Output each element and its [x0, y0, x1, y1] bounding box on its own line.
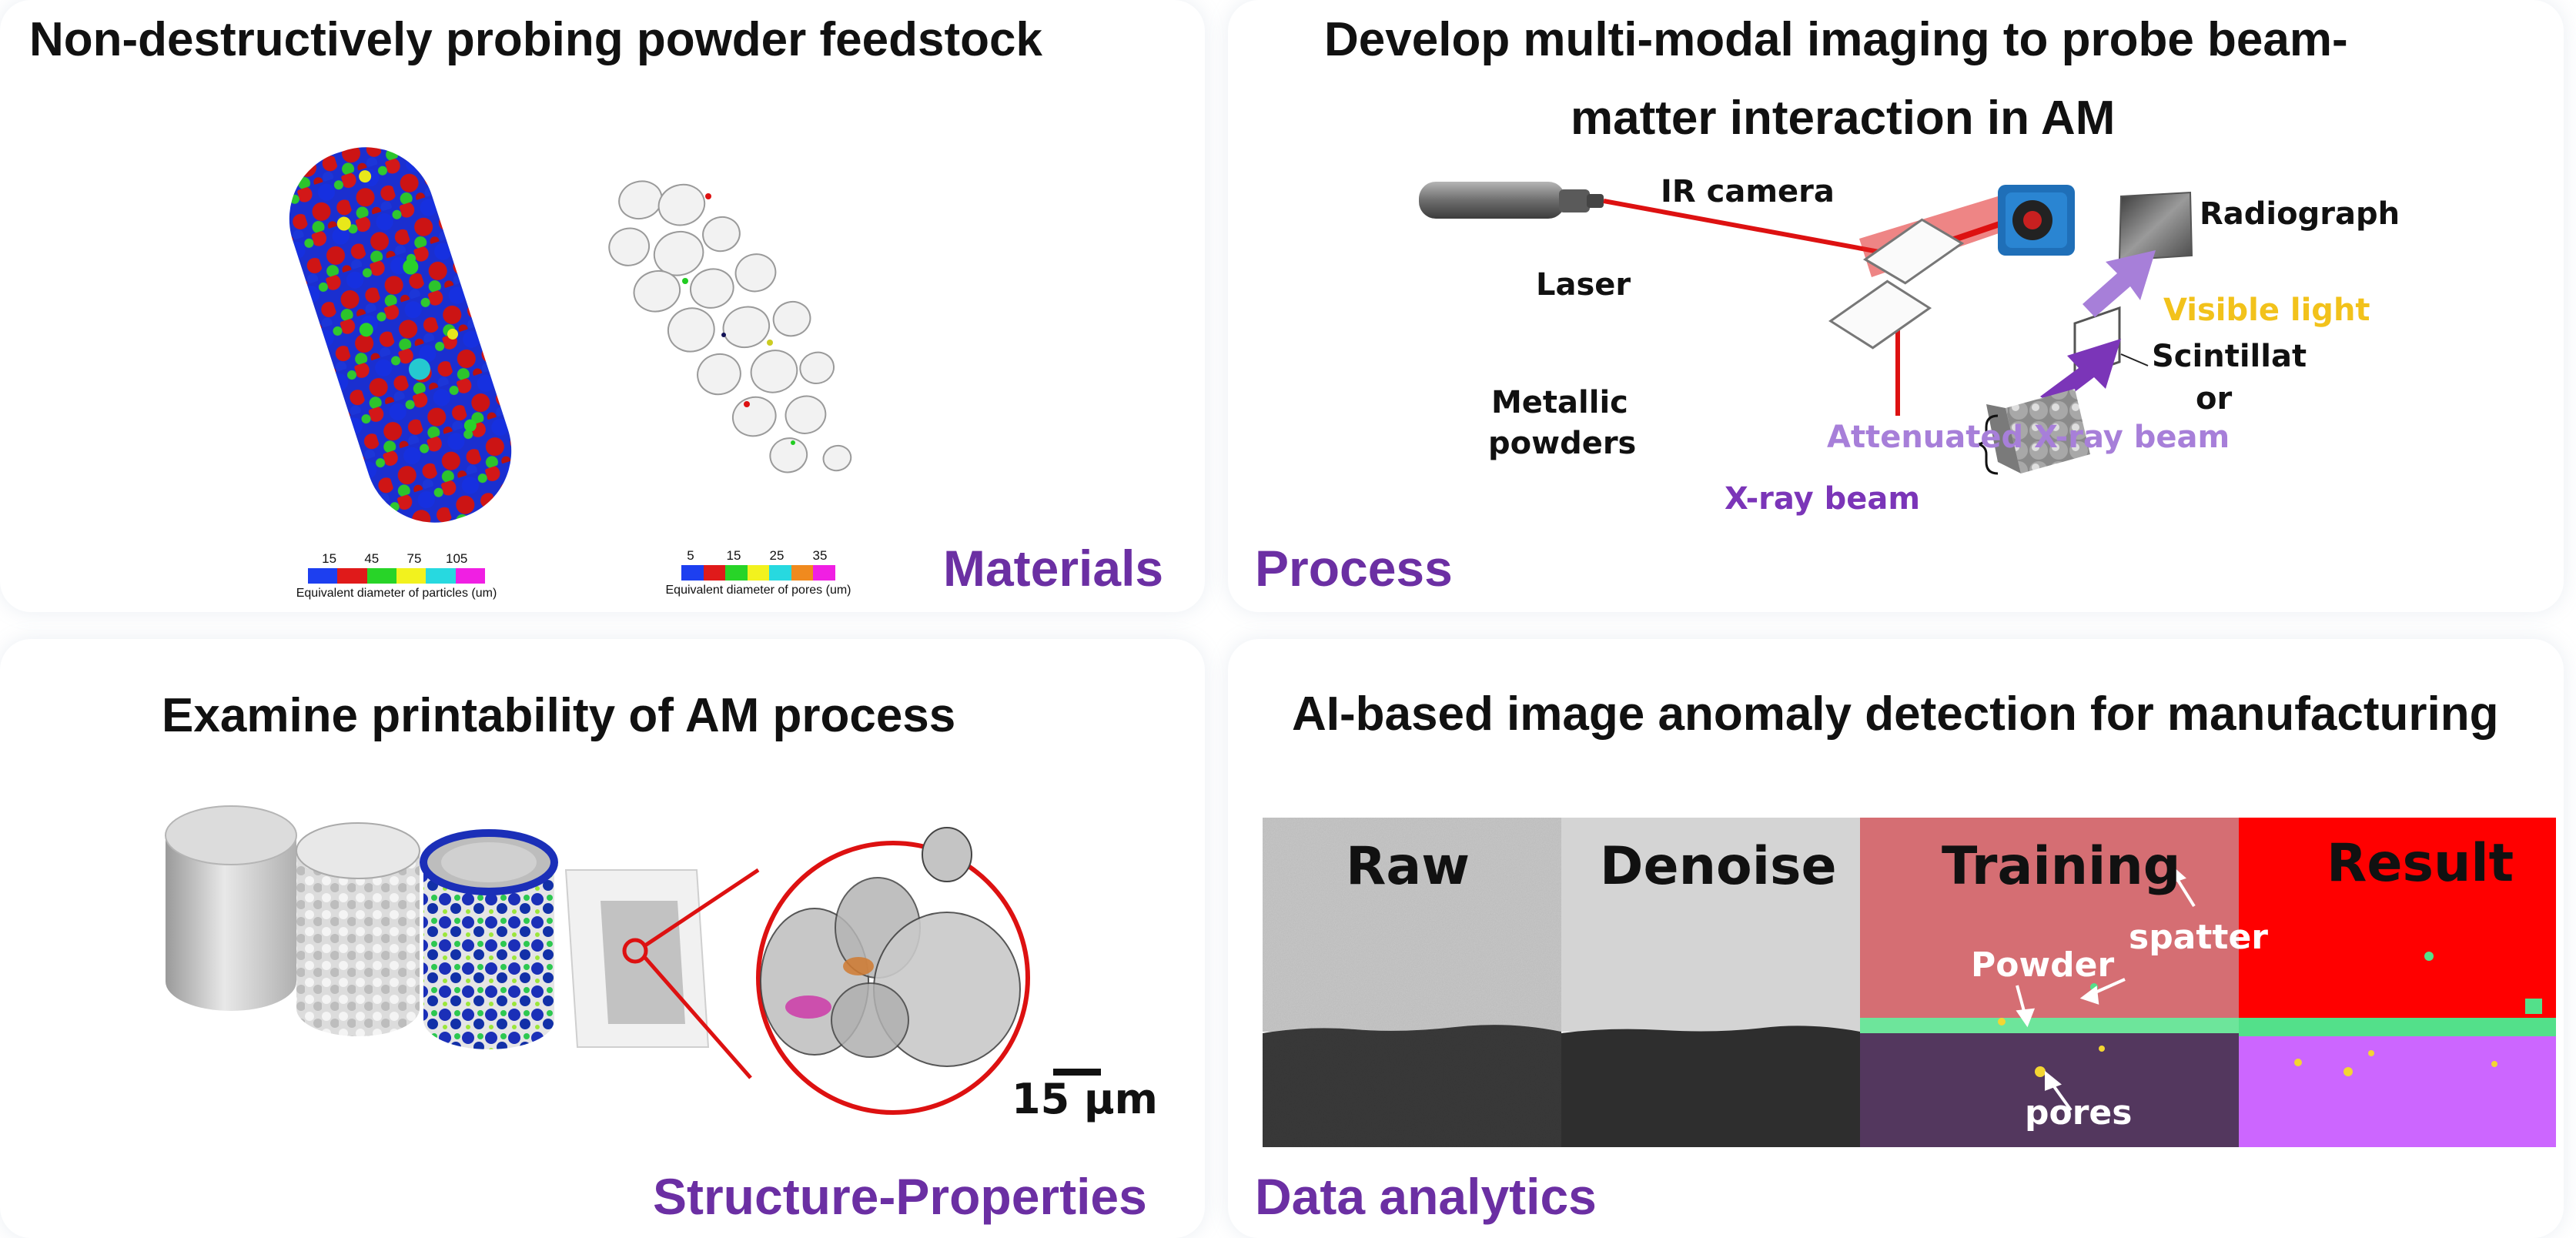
label-radiograph: Radiograph — [2200, 196, 2400, 232]
laser-icon — [1419, 182, 1604, 219]
raw-bottom — [1263, 1025, 1561, 1147]
label-scintillator-2: or — [2196, 381, 2233, 417]
denoise-top — [1561, 818, 1860, 1032]
label-laser: Laser — [1536, 267, 1631, 303]
materials-panel: Non-destructively probing powder feedsto… — [0, 0, 1205, 612]
structure-category: Structure-Properties — [653, 1168, 1147, 1225]
ir-camera-icon — [1998, 185, 2075, 256]
pores-tick-3: 35 — [812, 548, 828, 563]
annotation-pores: pores — [2025, 1093, 2133, 1133]
result-band — [2239, 1018, 2556, 1036]
label-metallic-2: powders — [1488, 426, 1637, 461]
particles-colorbar: 15 45 75 105 Equivalent diameter of part… — [296, 551, 497, 605]
particles-colorbar-segment-0 — [308, 568, 338, 584]
raw-top — [1263, 818, 1561, 1032]
pores-colorbar-segment-2 — [725, 565, 748, 581]
training-top — [1860, 818, 2239, 1018]
imaging-setup-diagram — [1419, 182, 2193, 475]
pores-colorbar-segment-5 — [791, 565, 814, 581]
particles-colorbar-segment-3 — [396, 568, 427, 584]
column-label-denoise: Denoise — [1600, 836, 1837, 897]
column-label-raw: Raw — [1346, 836, 1470, 897]
pores-colorbar-segment-4 — [769, 565, 791, 581]
label-ir-camera: IR camera — [1661, 174, 1835, 209]
pores-colorbar-segment-0 — [681, 565, 704, 581]
pores-colorbar-caption: Equivalent diameter of pores (um) — [665, 584, 851, 597]
particles-tick-2: 75 — [406, 551, 422, 566]
particles-tick-3: 105 — [446, 551, 468, 566]
process-category: Process — [1255, 540, 1453, 597]
column-label-training: Training — [1942, 836, 2181, 897]
process-title-line2: matter interaction in AM — [1571, 92, 2116, 145]
materials-title: Non-destructively probing powder feedsto… — [29, 13, 1042, 66]
printability-render — [165, 805, 1101, 1115]
pores-colorbar: 5 15 25 35 Equivalent diameter of pores … — [666, 548, 851, 602]
pores-tick-0: 5 — [687, 548, 694, 563]
particles-colorbar-segment-2 — [366, 568, 396, 584]
analytics-category: Data analytics — [1255, 1168, 1597, 1225]
particles-tick-1: 45 — [364, 551, 380, 566]
structure-title: Examine printability of AM process — [162, 689, 956, 742]
training-bottom — [1860, 1033, 2239, 1147]
particles-colorbar-segment-1 — [337, 568, 367, 584]
materials-category: Materials — [943, 540, 1164, 597]
column-label-result: Result — [2327, 833, 2514, 894]
label-scintillator-1: Scintillat — [2152, 339, 2307, 374]
particles-colorbar-segment-4 — [426, 568, 456, 584]
powder-bed-icon — [1986, 389, 2090, 473]
denoise-bottom — [1561, 1026, 1860, 1147]
training-band — [1860, 1018, 2239, 1033]
result-top — [2239, 818, 2556, 1019]
scale-bar-label: 15 μm — [1012, 1075, 1158, 1123]
process-panel: Develop multi-modal imaging to probe bea… — [1228, 0, 2564, 612]
label-attenuated-xray: Attenuated X-ray beam — [1827, 420, 2230, 455]
analytics-title: AI-based image anomaly detection for man… — [1292, 688, 2499, 741]
particles-tick-0: 15 — [322, 551, 337, 566]
pores-tick-1: 15 — [726, 548, 741, 563]
pores-tick-2: 25 — [769, 548, 785, 563]
label-xray-beam: X-ray beam — [1725, 481, 1921, 517]
annotation-powder: Powder — [1971, 945, 2115, 985]
label-visible-light: Visible light — [2163, 293, 2370, 328]
particles-colorbar-caption: Equivalent diameter of particles (um) — [296, 587, 497, 600]
particles-colorbar-gradient — [308, 568, 485, 584]
process-title-line1: Develop multi-modal imaging to probe bea… — [1324, 13, 2348, 66]
anomaly-image-strip — [1263, 818, 2556, 1147]
structure-panel: Examine printability of AM process — [0, 639, 1205, 1238]
label-metallic-1: Metallic — [1491, 385, 1628, 420]
pores-render — [608, 180, 852, 473]
annotation-spatter: spatter — [2129, 918, 2268, 957]
particles-colorbar-segment-5 — [455, 568, 485, 584]
pores-colorbar-segment-3 — [747, 565, 770, 581]
pores-colorbar-segment-1 — [703, 565, 726, 581]
pores-colorbar-segment-6 — [813, 565, 836, 581]
pores-colorbar-gradient — [681, 565, 836, 581]
powder-particles-render — [289, 147, 512, 523]
result-bottom — [2239, 1036, 2556, 1147]
